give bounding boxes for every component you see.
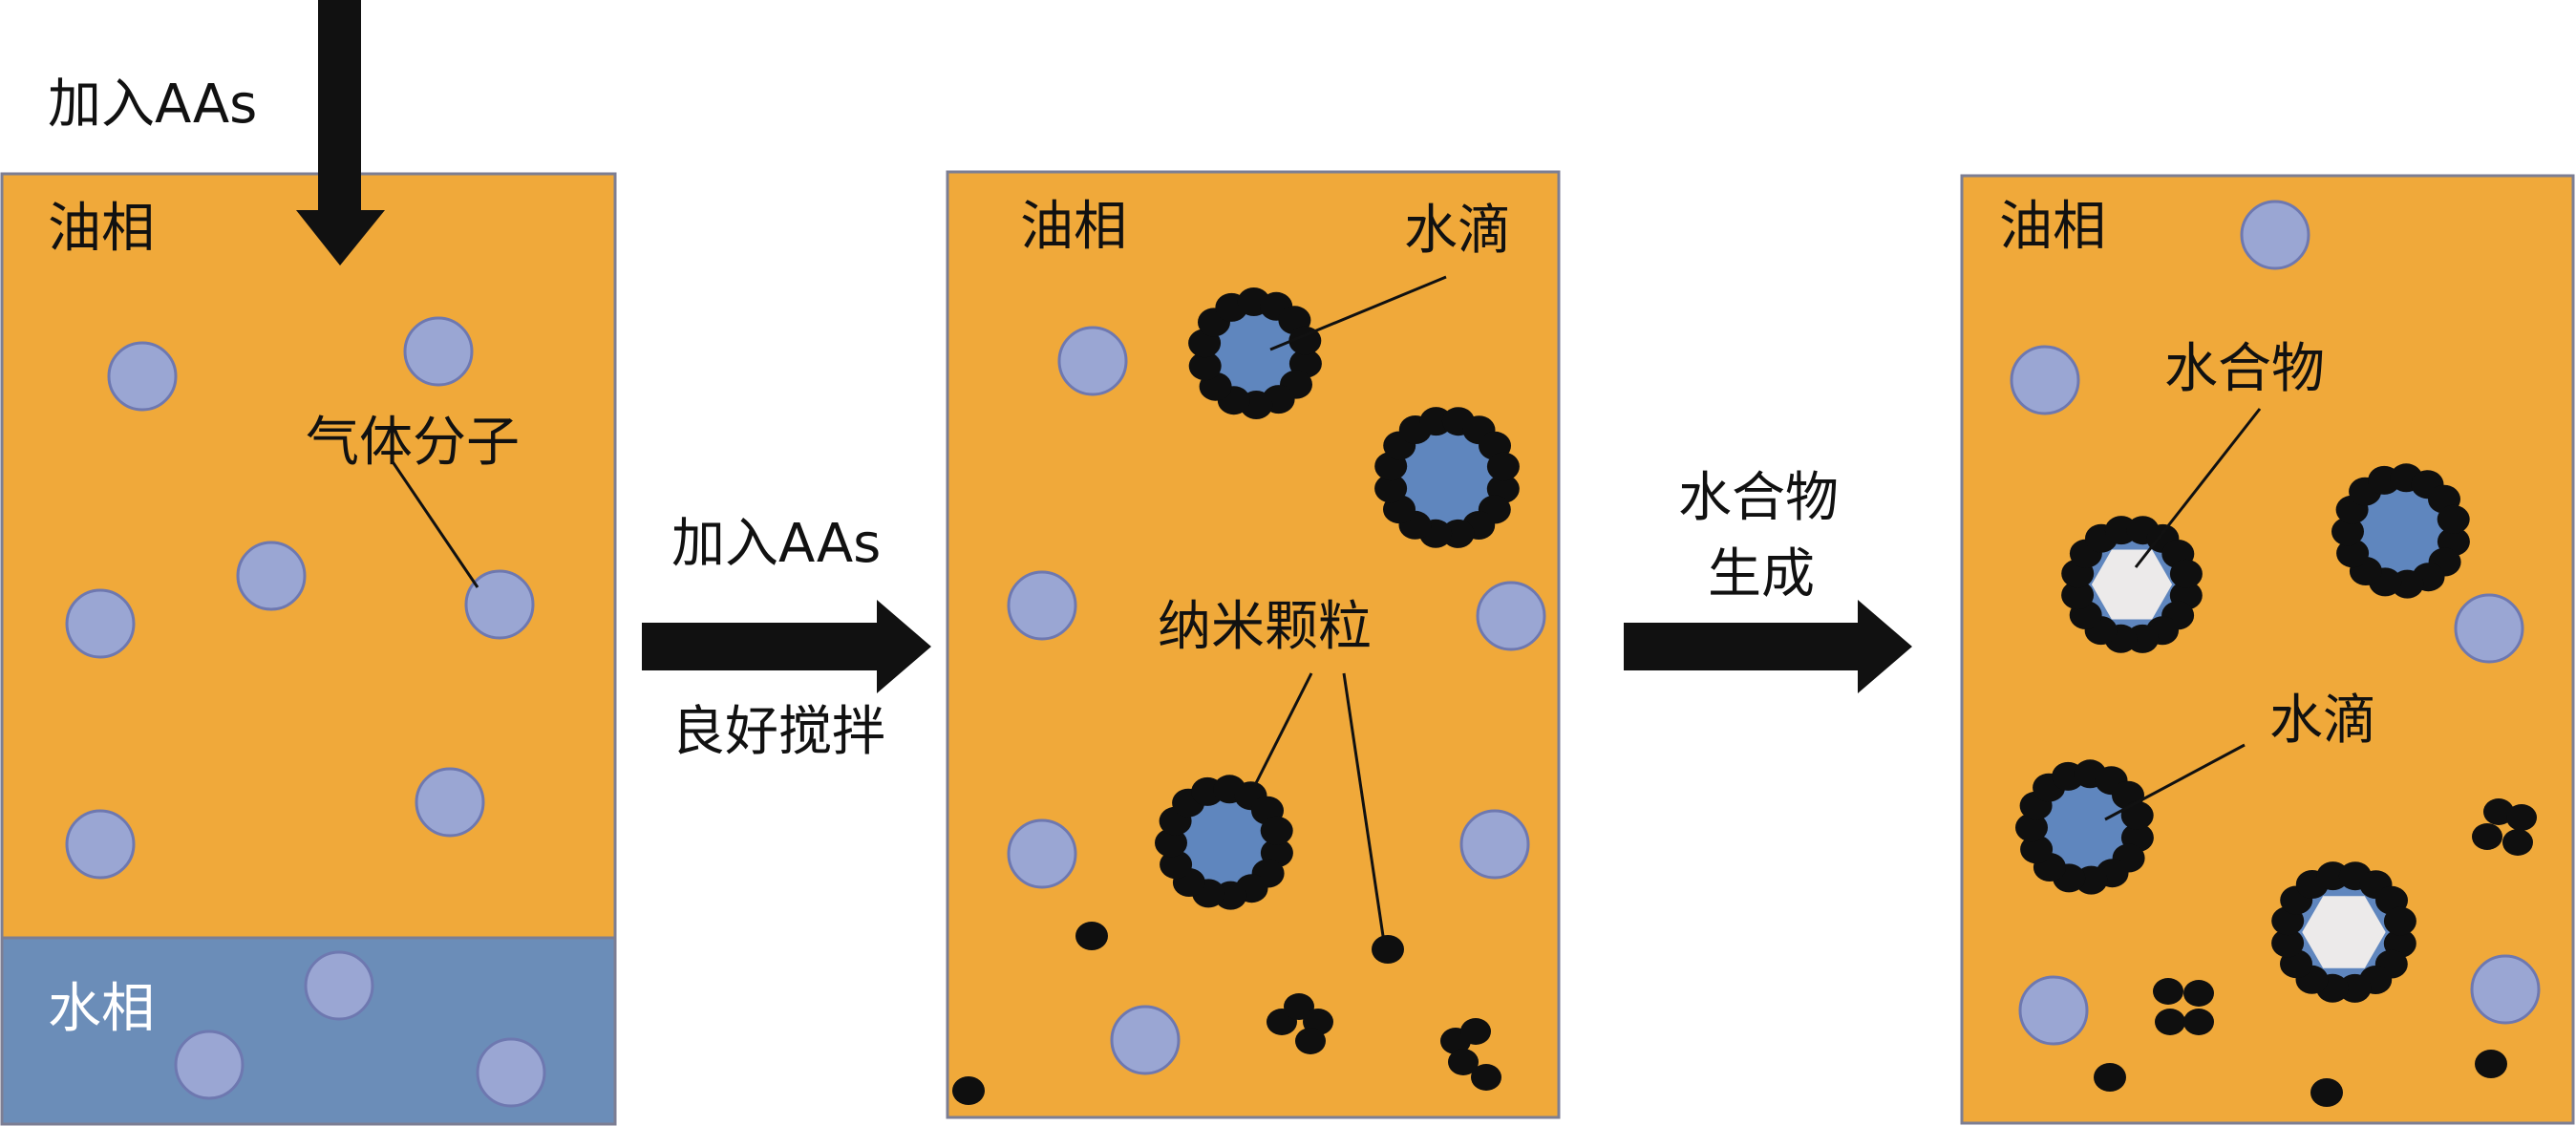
- gas-molecule: [2472, 956, 2539, 1023]
- hydrate-label: 水合物: [2164, 338, 2325, 400]
- nanoparticle: [1075, 922, 1108, 950]
- nanoparticle: [2502, 829, 2533, 856]
- gas-molecule: [2020, 977, 2087, 1044]
- oil-phase-label: 油相: [1999, 196, 2106, 258]
- nanoparticle: [1460, 1018, 1491, 1045]
- transition-arrow-1: 加入AAs 良好搅拌: [642, 513, 931, 763]
- gas-molecule: [478, 1039, 544, 1106]
- nanoparticle: [2183, 1009, 2214, 1035]
- add-aas-label-top: 加入AAs: [48, 74, 257, 136]
- nanoparticle: [2472, 823, 2502, 850]
- gas-molecule: [1478, 583, 1544, 649]
- nanoparticle: [2183, 980, 2214, 1007]
- gas-molecule: [2242, 202, 2309, 268]
- gas-molecule: [67, 811, 134, 878]
- nanoparticle: [2155, 1009, 2185, 1035]
- gas-molecule: [1009, 820, 1075, 887]
- nanoparticle: [2153, 978, 2183, 1005]
- transition2-label-line2: 生成: [1708, 543, 1815, 605]
- panel-initial: 加入AAs 油相 气体分子 水相: [2, 0, 615, 1124]
- gas-molecule: [1009, 572, 1075, 639]
- nanoparticle: [2094, 1063, 2126, 1092]
- gas-molecule: [176, 1031, 243, 1098]
- gas-molecule-label: 气体分子: [306, 412, 520, 474]
- droplet-label: 水滴: [1404, 200, 1511, 262]
- nanoparticle: [2384, 907, 2416, 936]
- gas-molecule: [466, 571, 533, 638]
- nanoparticle: [2121, 801, 2154, 830]
- nanoparticle: [952, 1076, 985, 1105]
- nanoparticle: [2438, 505, 2470, 534]
- gas-molecule: [1112, 1007, 1179, 1073]
- transition-arrow-2: 水合物 生成: [1624, 467, 1912, 693]
- gas-molecule: [109, 343, 176, 410]
- nanoparticle: [2310, 1078, 2343, 1107]
- gas-molecule: [2456, 595, 2523, 662]
- nanoparticle: [2170, 560, 2203, 588]
- nanoparticle-label: 纳米颗粒: [1158, 596, 1372, 658]
- gas-molecule: [306, 952, 373, 1019]
- droplet-label: 水滴: [2269, 690, 2376, 752]
- gas-molecule: [1461, 811, 1528, 878]
- nanoparticle: [1295, 1028, 1326, 1054]
- transition2-label-line1: 水合物: [1678, 467, 1839, 529]
- transition1-bottom-label: 良好搅拌: [671, 701, 885, 763]
- nanoparticle: [1487, 453, 1520, 481]
- panel-after-aas: 油相 水滴 纳米颗粒: [947, 172, 1559, 1117]
- gas-molecule: [2012, 347, 2078, 414]
- water-phase-label: 水相: [48, 978, 155, 1040]
- nanoparticle: [2506, 804, 2537, 831]
- gas-molecule: [67, 590, 134, 657]
- transition1-top-label: 加入AAs: [671, 513, 881, 575]
- nanoparticle: [1261, 817, 1293, 845]
- nanoparticle: [1471, 1064, 1501, 1091]
- nanoparticle: [1372, 935, 1404, 964]
- oil-phase-label: 油相: [48, 198, 155, 260]
- add-aas-arrow-down: [296, 0, 385, 266]
- gas-molecule: [238, 542, 305, 609]
- gas-molecule: [405, 318, 472, 385]
- gas-molecule: [416, 769, 483, 836]
- gas-molecule: [1059, 328, 1126, 394]
- oil-phase-label: 油相: [1020, 196, 1127, 258]
- panel-hydrate-formation: 油相 水合物 水滴: [1962, 176, 2573, 1123]
- nanoparticle: [2475, 1050, 2507, 1078]
